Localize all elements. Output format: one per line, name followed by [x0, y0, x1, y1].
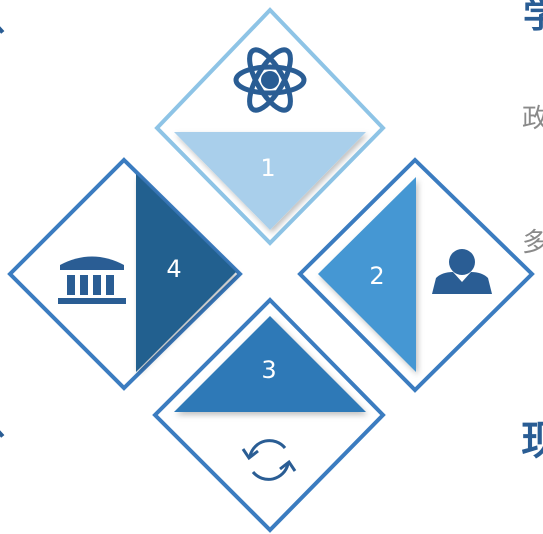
person-icon	[432, 249, 492, 294]
diamond-1-fill	[174, 132, 366, 230]
diamond-1-outline	[154, 7, 386, 246]
step-1-number: 1	[260, 154, 275, 182]
step-3: 3	[152, 297, 386, 533]
step-1: 1	[154, 7, 386, 246]
step-4-number: 4	[166, 255, 181, 283]
right-heading-top: 学	[523, 0, 543, 36]
left-text-top: 、	[0, 0, 26, 41]
right-text-line-1: 政	[522, 104, 543, 134]
diamond-3-fill	[174, 316, 366, 412]
diamond-4-outline	[7, 157, 243, 391]
step-4: 4	[7, 157, 243, 391]
step-3-number: 3	[261, 356, 276, 384]
diamond-4-fill	[136, 174, 236, 372]
refresh-icon	[241, 439, 297, 481]
diamond-2-fill	[318, 177, 416, 372]
left-text-bottom: 、	[0, 396, 26, 445]
diamond-3-outline	[152, 297, 386, 533]
step-2: 2	[297, 157, 535, 393]
bank-icon	[58, 256, 126, 304]
atom-icon	[233, 47, 307, 113]
step-2-number: 2	[369, 262, 384, 290]
right-text-line-2: 多	[522, 228, 543, 258]
right-heading-bottom: 现	[521, 418, 543, 464]
